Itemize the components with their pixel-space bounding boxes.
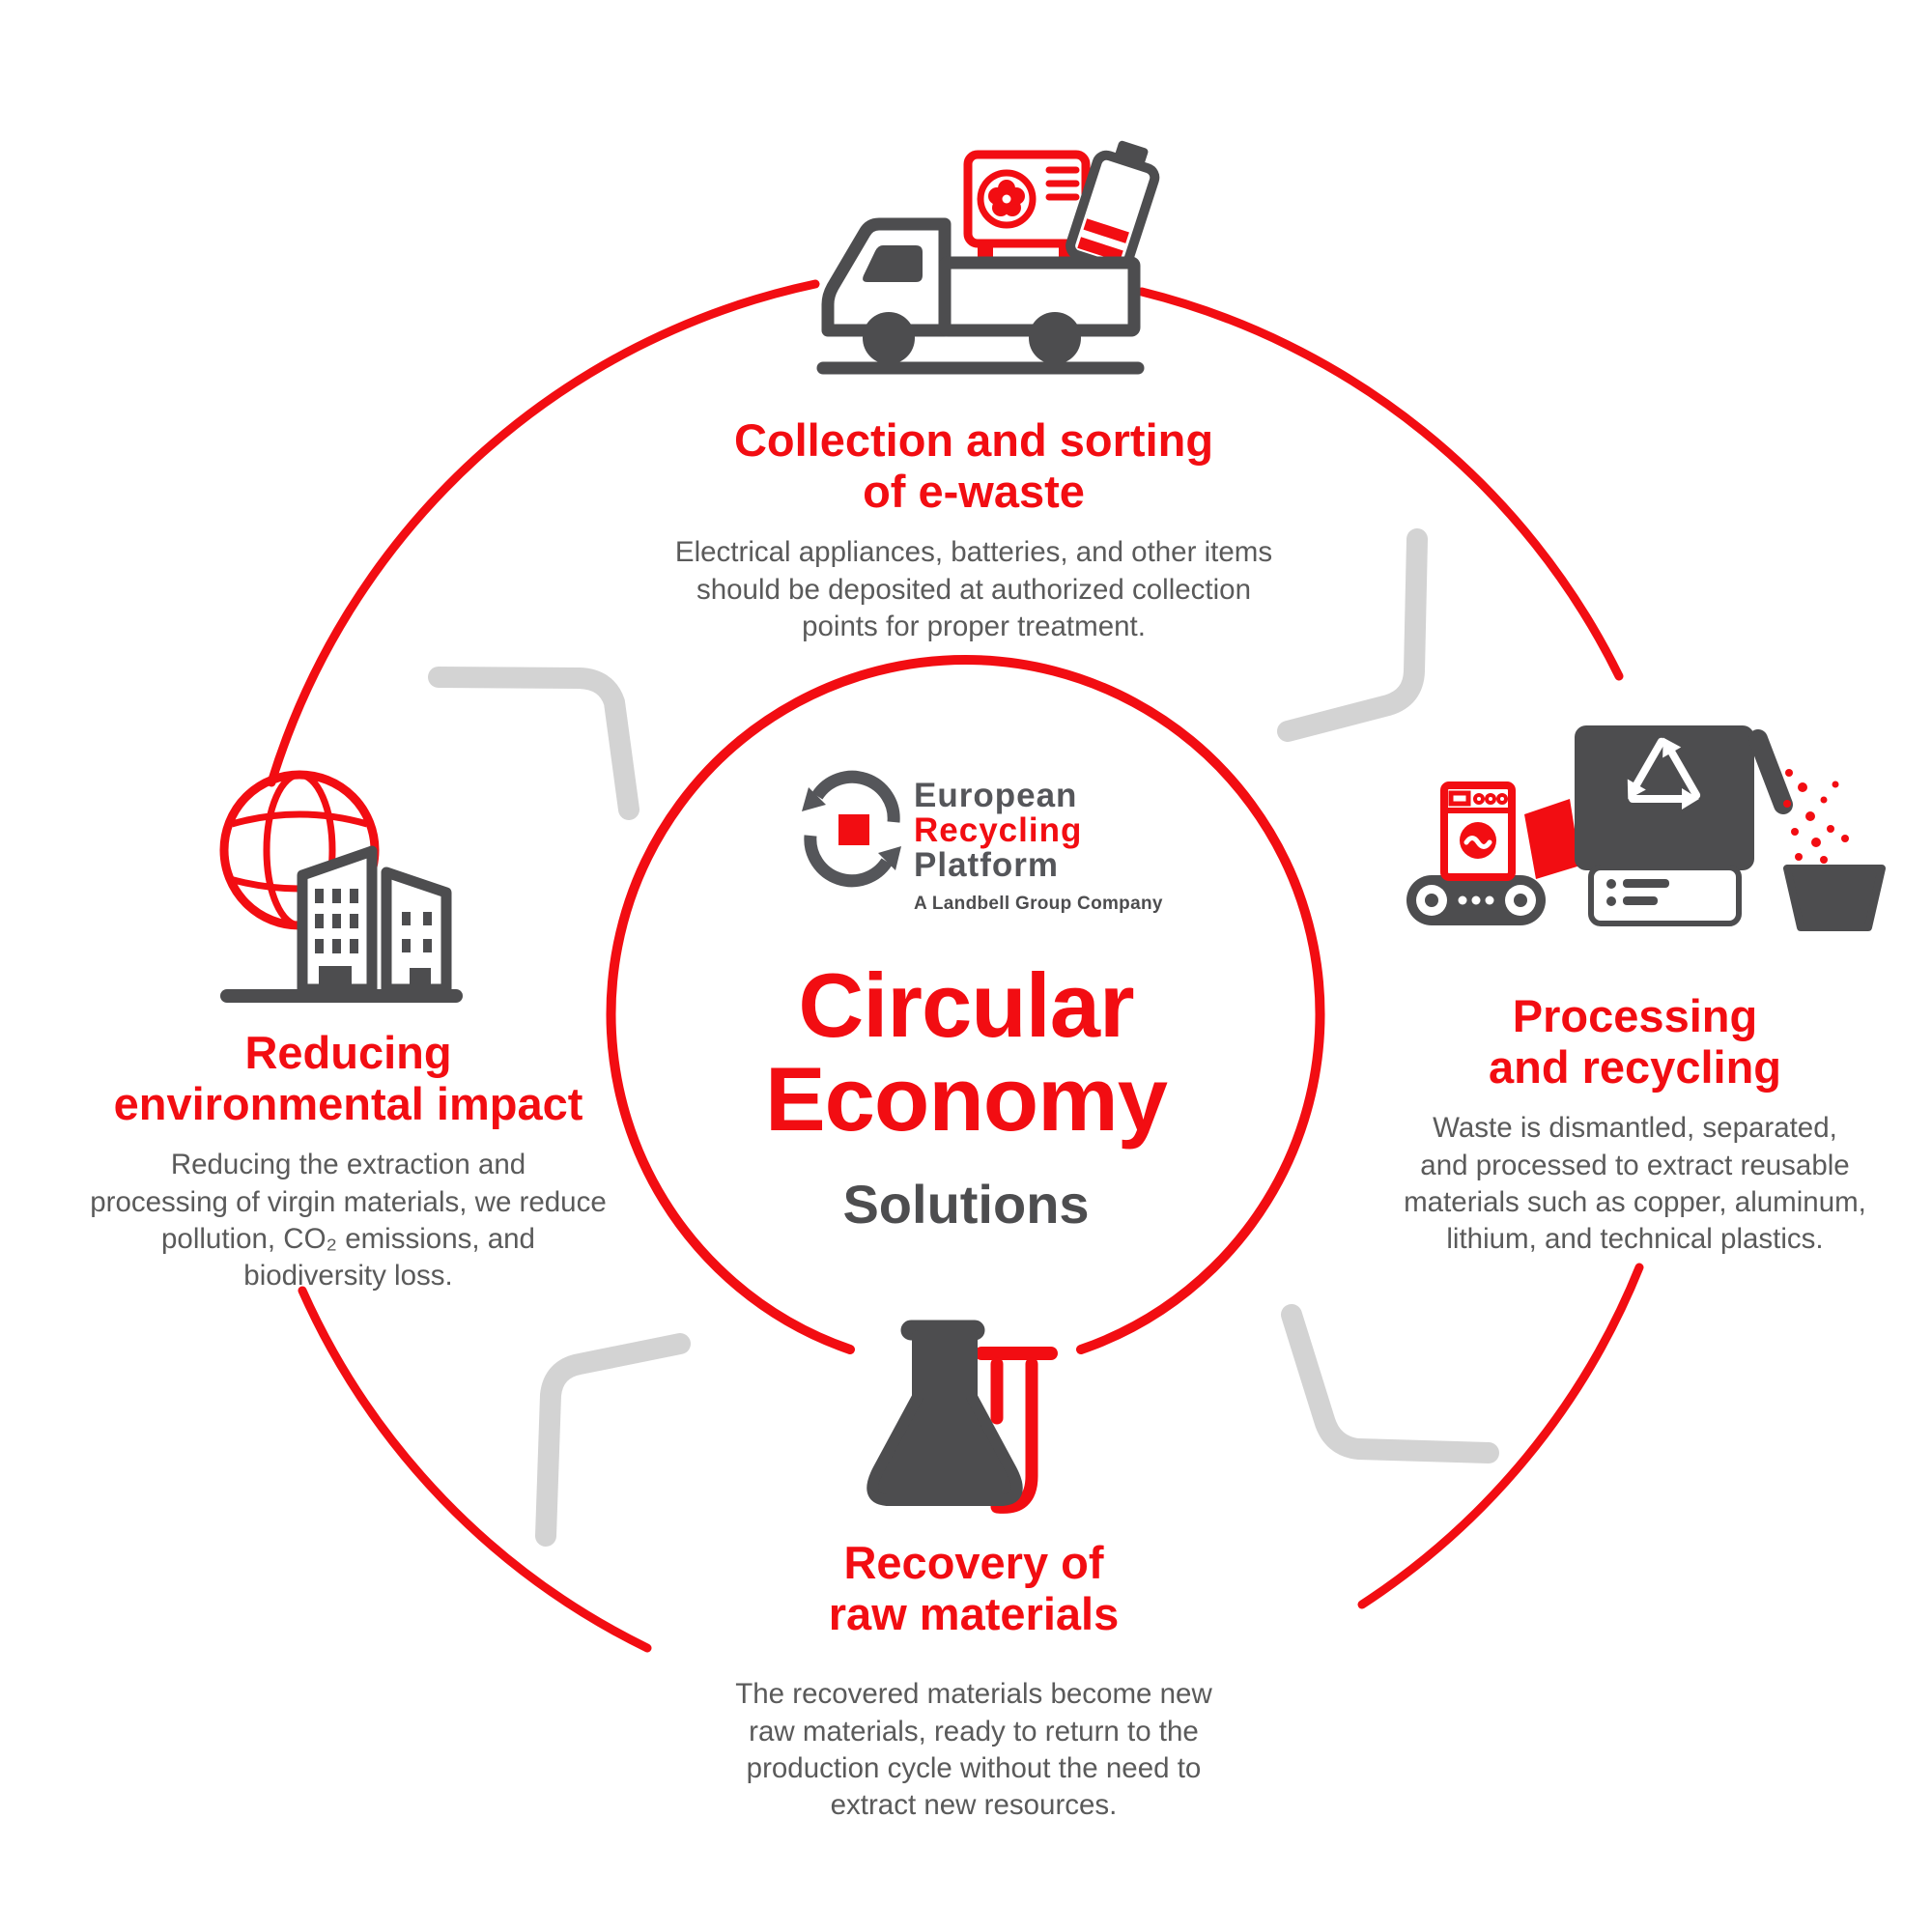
outer-arc-bottom-right <box>1357 1263 1644 1609</box>
outer-arc-top-right <box>1137 287 1624 681</box>
waste-box <box>1524 799 1580 879</box>
environment-title: Reducing environmental impact <box>113 1027 583 1129</box>
collection-body: Electrical appliances, batteries, and ot… <box>674 536 1273 642</box>
logo-line-platform: Platform <box>914 846 1059 884</box>
building-right-door <box>410 968 431 989</box>
connector-elbow-top-right <box>1277 528 1428 742</box>
logo-tagline: A Landbell Group Company <box>914 894 1163 914</box>
connector-elbows <box>428 528 1499 1547</box>
section-environment: Reducing environmental impact Reducing t… <box>61 1027 636 1295</box>
erp-logo-icon <box>802 770 901 888</box>
shredder-flap <box>1748 729 1793 814</box>
outer-arc-bottom-left <box>298 1286 652 1653</box>
battery-icon <box>1065 140 1160 273</box>
logo-line-recycling: Recycling <box>914 811 1083 849</box>
section-recovery: Recovery of raw materials The recovered … <box>655 1537 1293 1825</box>
outer-arc-top-left <box>267 279 820 787</box>
truck-wheel-front <box>863 312 915 364</box>
section-processing: Processing and recycling Waste is disman… <box>1362 990 1908 1259</box>
flask-body <box>867 1320 1023 1506</box>
truck-wheel-rear <box>1029 312 1081 364</box>
globe-buildings-icon <box>219 770 463 1003</box>
inner-circle <box>606 655 1325 1354</box>
recovery-title: Recovery of raw materials <box>828 1537 1120 1639</box>
list-icon <box>1606 879 1669 906</box>
processing-title: Processing and recycling <box>1489 990 1781 1093</box>
truck-body <box>816 217 1145 375</box>
buildings-icon <box>220 845 463 1003</box>
processing-body: Waste is dismantled, separated, and proc… <box>1404 1112 1866 1256</box>
shredder-panel <box>1588 865 1742 926</box>
connector-elbow-top-left <box>428 667 639 820</box>
test-tube-icon <box>975 1347 1058 1514</box>
shredder-box <box>1575 725 1793 926</box>
processing-machine-icon <box>1406 725 1886 931</box>
washing-machine-icon <box>1440 781 1516 881</box>
truck-window <box>863 245 923 282</box>
building-windows <box>315 889 432 953</box>
outer-cycle-ring <box>267 279 1644 1653</box>
environment-body: Reducing the extraction and processing o… <box>90 1149 607 1293</box>
center-title-block: Circular Economy Solutions <box>580 958 1352 1236</box>
connector-elbow-bottom-right <box>1281 1304 1499 1463</box>
collection-truck-icon <box>816 140 1160 375</box>
main-title: Circular Economy <box>764 954 1168 1150</box>
collection-title: Collection and sorting of e-waste <box>733 414 1214 517</box>
flask-icon <box>867 1320 1058 1514</box>
recycle-symbol-icon <box>1627 737 1701 810</box>
conveyor-belt <box>1406 875 1546 925</box>
building-left-door <box>319 966 352 989</box>
connector-elbow-bottom-left <box>535 1333 691 1547</box>
erp-logo-wordmark: European Recycling Platform A Landbell G… <box>914 779 1163 914</box>
logo-red-square <box>838 814 869 845</box>
main-subtitle: Solutions <box>842 1174 1090 1235</box>
falling-particles <box>1783 769 1849 864</box>
section-collection: Collection and sorting of e-waste Electr… <box>655 414 1293 645</box>
waste-bin <box>1783 865 1886 931</box>
recovery-body: The recovered materials become new raw m… <box>735 1678 1212 1822</box>
logo-line-european: European <box>914 777 1078 814</box>
